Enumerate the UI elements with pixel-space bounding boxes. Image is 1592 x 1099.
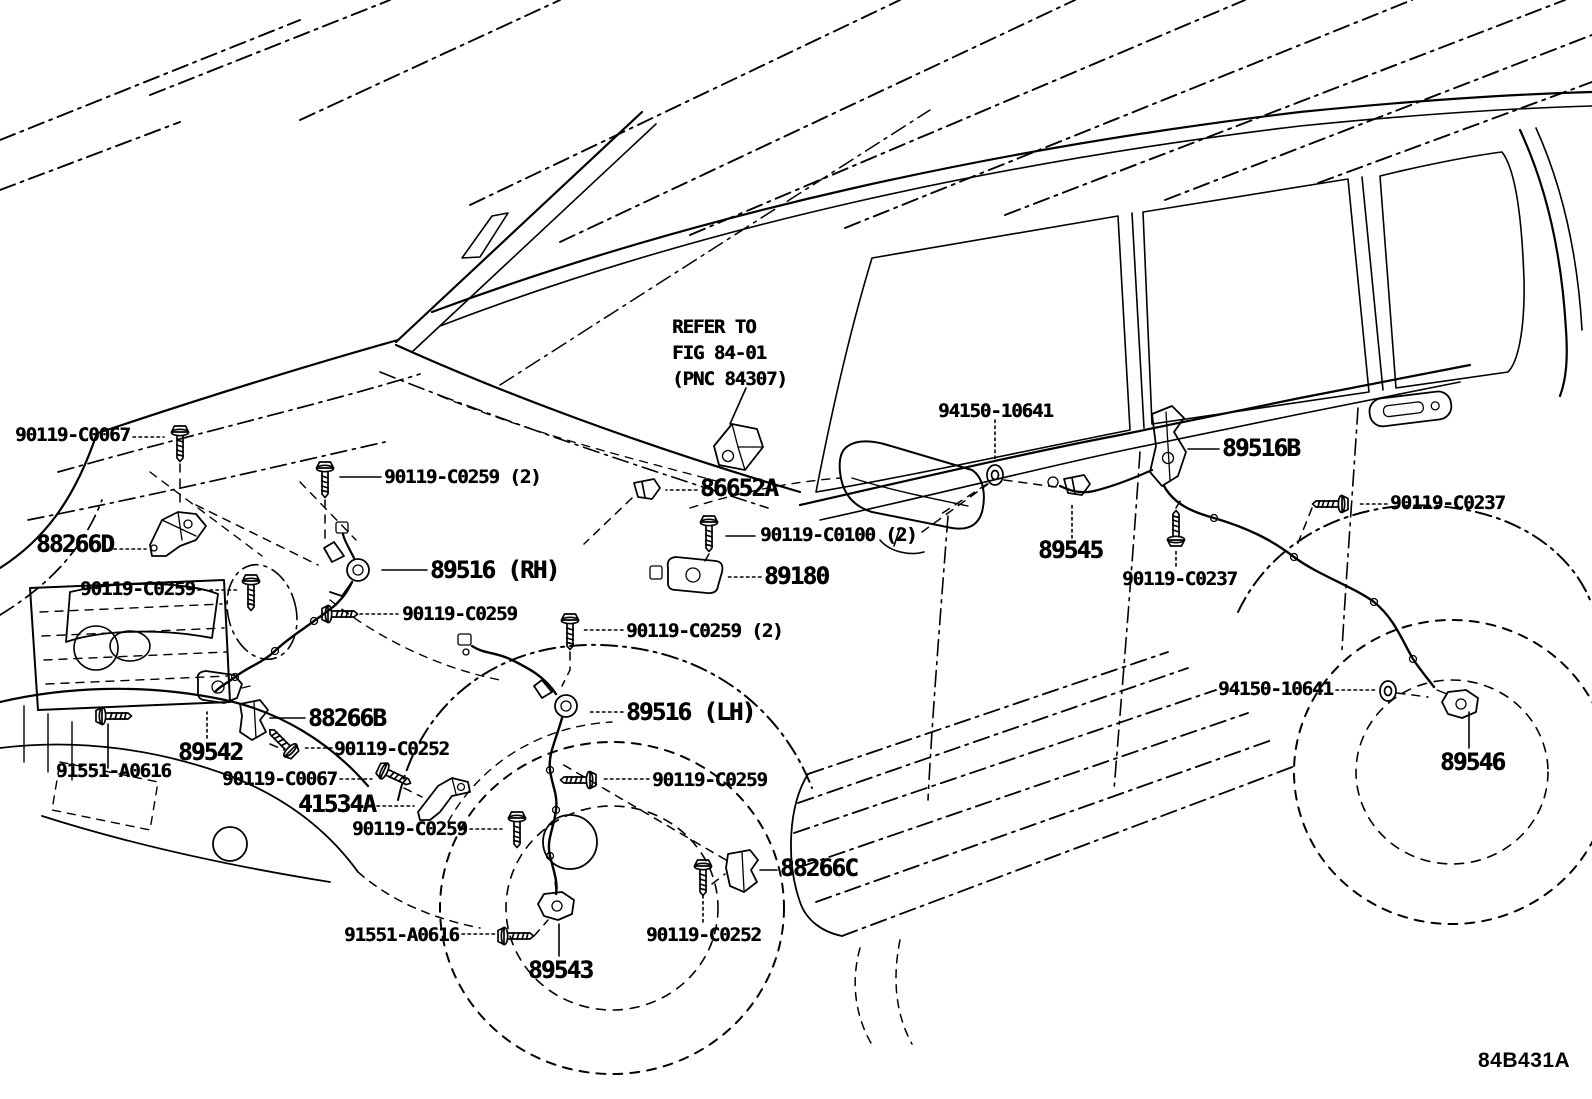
bolt-icon-91551-A0616-a [95, 706, 133, 726]
label-bracket-88266B: 88266B [308, 704, 387, 732]
label-bolt-90119-C0259-a: 90119-C0259 [80, 578, 196, 600]
label-bolt-90119-C0259-c: 90119-C0259 [652, 769, 768, 791]
label-bolt-90119-C0067-a: 90119-C0067 [15, 424, 131, 446]
part-icons [95, 406, 1478, 946]
bolt-icon-90119-C0067-a [170, 425, 190, 463]
label-harness-89516-lh: 89516 (LH) [626, 698, 756, 726]
label-bracket-88266C: 88266C [780, 854, 859, 882]
bolt-icon-90119-C0259-2-rh [315, 461, 335, 499]
label-bolt-90119-C0259-b: 90119-C0259 [402, 603, 518, 625]
label-bolt-90119-C0067-b: 90119-C0067 [222, 768, 338, 790]
label-bracket-41534A: 41534A [298, 790, 377, 818]
label-grommet-94150-lower: 94150-10641 [1218, 678, 1334, 700]
label-sensor-89180: 89180 [764, 562, 830, 590]
leader-lines [108, 388, 1469, 956]
bracket-icon-88266B [240, 700, 268, 740]
label-bolt-90119-C0100-2: 90119-C0100 (2) [760, 524, 918, 546]
refer-note: REFER TO FIG 84-01 (PNC 84307) [672, 314, 788, 392]
bracket-icon-88266D [150, 512, 206, 556]
routing-dashes [180, 464, 1428, 936]
bolt-icon-90119-C0252-a [262, 722, 302, 762]
bolt-icon-90119-C0252-b [693, 859, 713, 897]
label-bolt-90119-C0237-right: 90119-C0237 [1390, 492, 1506, 514]
label-clip-89545: 89545 [1038, 536, 1104, 564]
harness-icon-89516B [1048, 406, 1434, 687]
label-bolt-90119-C0259-d: 90119-C0259 [352, 818, 468, 840]
bolt-icon-90119-C0259-a [241, 574, 261, 612]
label-grommet-94150-upper: 94150-10641 [938, 400, 1054, 422]
refer-note-line2: FIG 84-01 [672, 342, 767, 364]
label-bolt-90119-C0259-2-lh: 90119-C0259 (2) [626, 620, 784, 642]
label-bolt-90119-C0252-a: 90119-C0252 [334, 738, 450, 760]
harness-icon-89516-lh [458, 634, 577, 894]
label-clip-86652A: 86652A [700, 474, 779, 502]
bolt-icon-90119-C0100-2 [699, 515, 719, 553]
label-bolt-90119-C0237-lower: 90119-C0237 [1122, 568, 1238, 590]
label-bolt-91551-A0616-b: 91551-A0616 [344, 924, 460, 946]
sensor-icon-84307 [714, 424, 763, 470]
bolt-icon-90119-C0237-lower [1166, 509, 1186, 547]
refer-note-line1: REFER TO [672, 316, 757, 338]
refer-note-line3: (PNC 84307) [672, 368, 788, 390]
label-sensor-89546: 89546 [1440, 748, 1506, 776]
bolt-icon-90119-C0259-d [507, 811, 527, 849]
grommet-icon-94150-lower [1379, 680, 1397, 702]
figure-code: 84B431A [1478, 1049, 1571, 1072]
label-bolt-90119-C0259-2-rh: 90119-C0259 (2) [384, 466, 542, 488]
label-harness-89516-rh: 89516 (RH) [430, 556, 560, 584]
bolt-icon-91551-A0616-b [497, 926, 535, 946]
bracket-icon-41534A [418, 778, 470, 820]
bolt-icon-90119-C0237-right [1311, 494, 1349, 514]
label-harness-89516B: 89516B [1222, 434, 1301, 462]
label-sensor-89543: 89543 [528, 956, 594, 984]
grommet-icon-94150-upper [986, 464, 1004, 486]
label-sensor-89542: 89542 [178, 738, 244, 766]
vehicle-body [0, 0, 1592, 1074]
harness-icon-89516-rh [215, 522, 369, 692]
bolt-icon-90119-C0259-b [321, 604, 359, 624]
label-bolt-91551-A0616-a: 91551-A0616 [56, 760, 172, 782]
label-bracket-88266D: 88266D [36, 530, 115, 558]
sensor-icon-89542 [198, 671, 250, 703]
clip-icon-86652A [633, 478, 661, 500]
label-bolt-90119-C0252-b: 90119-C0252 [646, 924, 762, 946]
bracket-icon-88266C [726, 850, 758, 892]
sensor-icon-89543 [538, 882, 574, 920]
bolt-icon-90119-C0259-2-lh [560, 613, 580, 651]
sensor-icon-89180 [650, 557, 722, 593]
sensor-icon-89546 [1437, 690, 1478, 718]
